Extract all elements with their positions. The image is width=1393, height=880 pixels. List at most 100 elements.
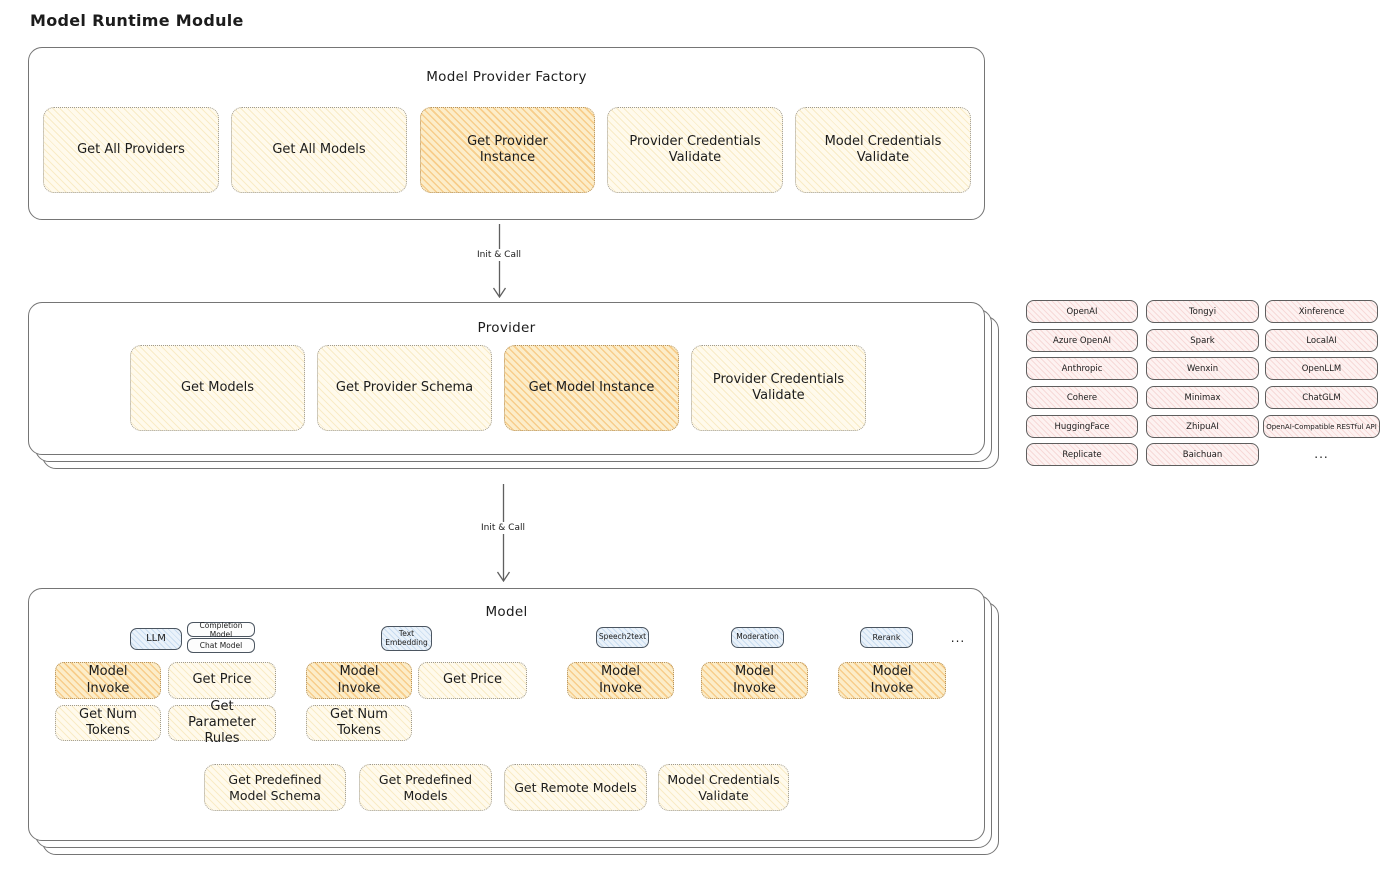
provider-chip-replicate: Replicate [1026, 443, 1138, 466]
model-types-more-ellipsis: ... [950, 631, 966, 645]
node-llm-get-parameter-rules: Get Parameter Rules [168, 699, 276, 746]
node-get-provider-schema: Get Provider Schema [317, 345, 492, 431]
model-type-text-embedding: Text Embedding [381, 626, 432, 651]
chip-label: Replicate [1062, 449, 1102, 460]
model-type-completion: Completion Model [187, 620, 255, 639]
node-get-all-providers: Get All Providers [43, 107, 219, 193]
node-llm-model-invoke: Model Invoke [55, 662, 161, 699]
node-label: Get Parameter Rules [188, 698, 256, 747]
node-llm-get-price: Get Price [168, 662, 276, 699]
node-speech2text-model-invoke: Model Invoke [567, 662, 674, 699]
model-type-llm: LLM [130, 628, 182, 650]
provider-chip-anthropic: Anthropic [1026, 357, 1138, 380]
arrow-factory-to-provider [492, 224, 507, 299]
model-type-speech2text: Speech2text [596, 627, 649, 648]
arrow-down-icon [492, 224, 507, 299]
chip-label: OpenAI [1066, 306, 1098, 317]
chip-label: Tongyi [1188, 306, 1217, 317]
node-model-credentials-validate: Model Credentials Validate [658, 764, 789, 811]
chip-label: Chat Model [199, 641, 243, 650]
node-label: Get All Providers [77, 141, 185, 157]
model-title: Model [485, 604, 528, 620]
arrow1-label: Init & Call [472, 249, 526, 261]
chip-label: Azure OpenAI [1053, 335, 1111, 346]
provider-chip-localai: LocalAI [1265, 329, 1378, 352]
page-title: Model Runtime Module [30, 11, 244, 30]
provider-chip-chatglm: ChatGLM [1265, 386, 1378, 409]
node-label: Model Invoke [337, 664, 381, 696]
factory-title: Model Provider Factory [426, 69, 587, 85]
chip-label: Cohere [1066, 392, 1098, 403]
chip-label: Completion Model [199, 620, 243, 639]
node-get-model-instance: Get Model Instance [504, 345, 679, 431]
node-model-credentials-validate-factory: Model Credentials Validate [795, 107, 971, 193]
chip-label: Spark [1190, 335, 1215, 346]
node-llm-get-num-tokens: Get Num Tokens [55, 705, 161, 741]
provider-chip-openllm: OpenLLM [1265, 357, 1378, 380]
node-get-predefined-model-schema: Get Predefined Model Schema [204, 764, 346, 811]
node-label: Model Invoke [86, 664, 130, 696]
provider-chip-huggingface: HuggingFace [1026, 415, 1138, 438]
node-label: Model Credentials Validate [824, 133, 942, 165]
node-get-provider-instance: Get Provider Instance [420, 107, 595, 193]
provider-chip-zhipuai: ZhipuAI [1146, 415, 1259, 438]
node-label: Get All Models [272, 141, 366, 157]
chip-label: LLM [146, 633, 166, 645]
node-label: Get Predefined Model Schema [228, 771, 322, 803]
chip-label: Speech2text [598, 632, 647, 642]
node-embedding-get-num-tokens: Get Num Tokens [306, 705, 412, 741]
model-type-rerank: Rerank [860, 627, 913, 648]
chip-label: Baichuan [1182, 449, 1223, 460]
node-provider-credentials-validate: Provider Credentials Validate [691, 345, 866, 431]
provider-chip-wenxin: Wenxin [1146, 357, 1259, 380]
chip-label: Rerank [872, 632, 901, 642]
node-get-remote-models: Get Remote Models [504, 764, 647, 811]
node-label: Get Price [192, 672, 252, 688]
node-moderation-model-invoke: Model Invoke [701, 662, 808, 699]
providers-more-ellipsis: ... [1314, 447, 1329, 461]
provider-chip-azure-openai: Azure OpenAI [1026, 329, 1138, 352]
chip-label: OpenLLM [1301, 363, 1342, 374]
chip-label: LocalAI [1306, 335, 1337, 346]
node-label: Get Remote Models [514, 779, 637, 795]
node-label: Get Num Tokens [330, 706, 388, 738]
node-label: Model Invoke [870, 664, 914, 696]
node-label: Get Provider Schema [335, 379, 474, 395]
provider-chip-openai-compatible: OpenAI-Compatible RESTful API [1263, 415, 1380, 438]
node-get-predefined-models: Get Predefined Models [359, 764, 492, 811]
chip-label: Xinference [1298, 306, 1345, 317]
node-provider-credentials-validate-factory: Provider Credentials Validate [607, 107, 783, 193]
provider-chip-tongyi: Tongyi [1146, 300, 1259, 323]
provider-title: Provider [477, 320, 536, 336]
provider-chip-xinference: Xinference [1265, 300, 1378, 323]
node-label: Get Num Tokens [79, 706, 137, 738]
provider-chip-spark: Spark [1146, 329, 1259, 352]
provider-chip-openai: OpenAI [1026, 300, 1138, 323]
chip-label: OpenAI-Compatible RESTful API [1266, 422, 1377, 431]
chip-label: Text Embedding [385, 628, 428, 647]
node-label: Get Model Instance [528, 379, 655, 395]
chip-label: Moderation [736, 632, 779, 642]
node-label: Provider Credentials Validate [629, 133, 761, 165]
model-type-moderation: Moderation [731, 627, 784, 648]
node-label: Provider Credentials Validate [712, 371, 845, 403]
node-label: Get Provider Instance [467, 133, 548, 165]
node-label: Get Price [442, 672, 502, 688]
chip-label: ZhipuAI [1186, 421, 1219, 432]
arrow2-label: Init & Call [476, 522, 530, 534]
node-label: Model Invoke [733, 664, 776, 696]
node-rerank-model-invoke: Model Invoke [838, 662, 946, 699]
provider-chip-cohere: Cohere [1026, 386, 1138, 409]
model-type-chat: Chat Model [187, 638, 255, 653]
node-label: Model Invoke [599, 664, 642, 696]
chip-label: Minimax [1184, 392, 1221, 403]
provider-chip-minimax: Minimax [1146, 386, 1259, 409]
node-label: Get Predefined Models [378, 771, 473, 803]
chip-label: Wenxin [1186, 363, 1219, 374]
node-label: Get Models [180, 379, 255, 395]
chip-label: HuggingFace [1054, 421, 1110, 432]
provider-chip-baichuan: Baichuan [1146, 443, 1259, 466]
chip-label: Anthropic [1061, 363, 1103, 374]
node-get-models: Get Models [130, 345, 305, 431]
